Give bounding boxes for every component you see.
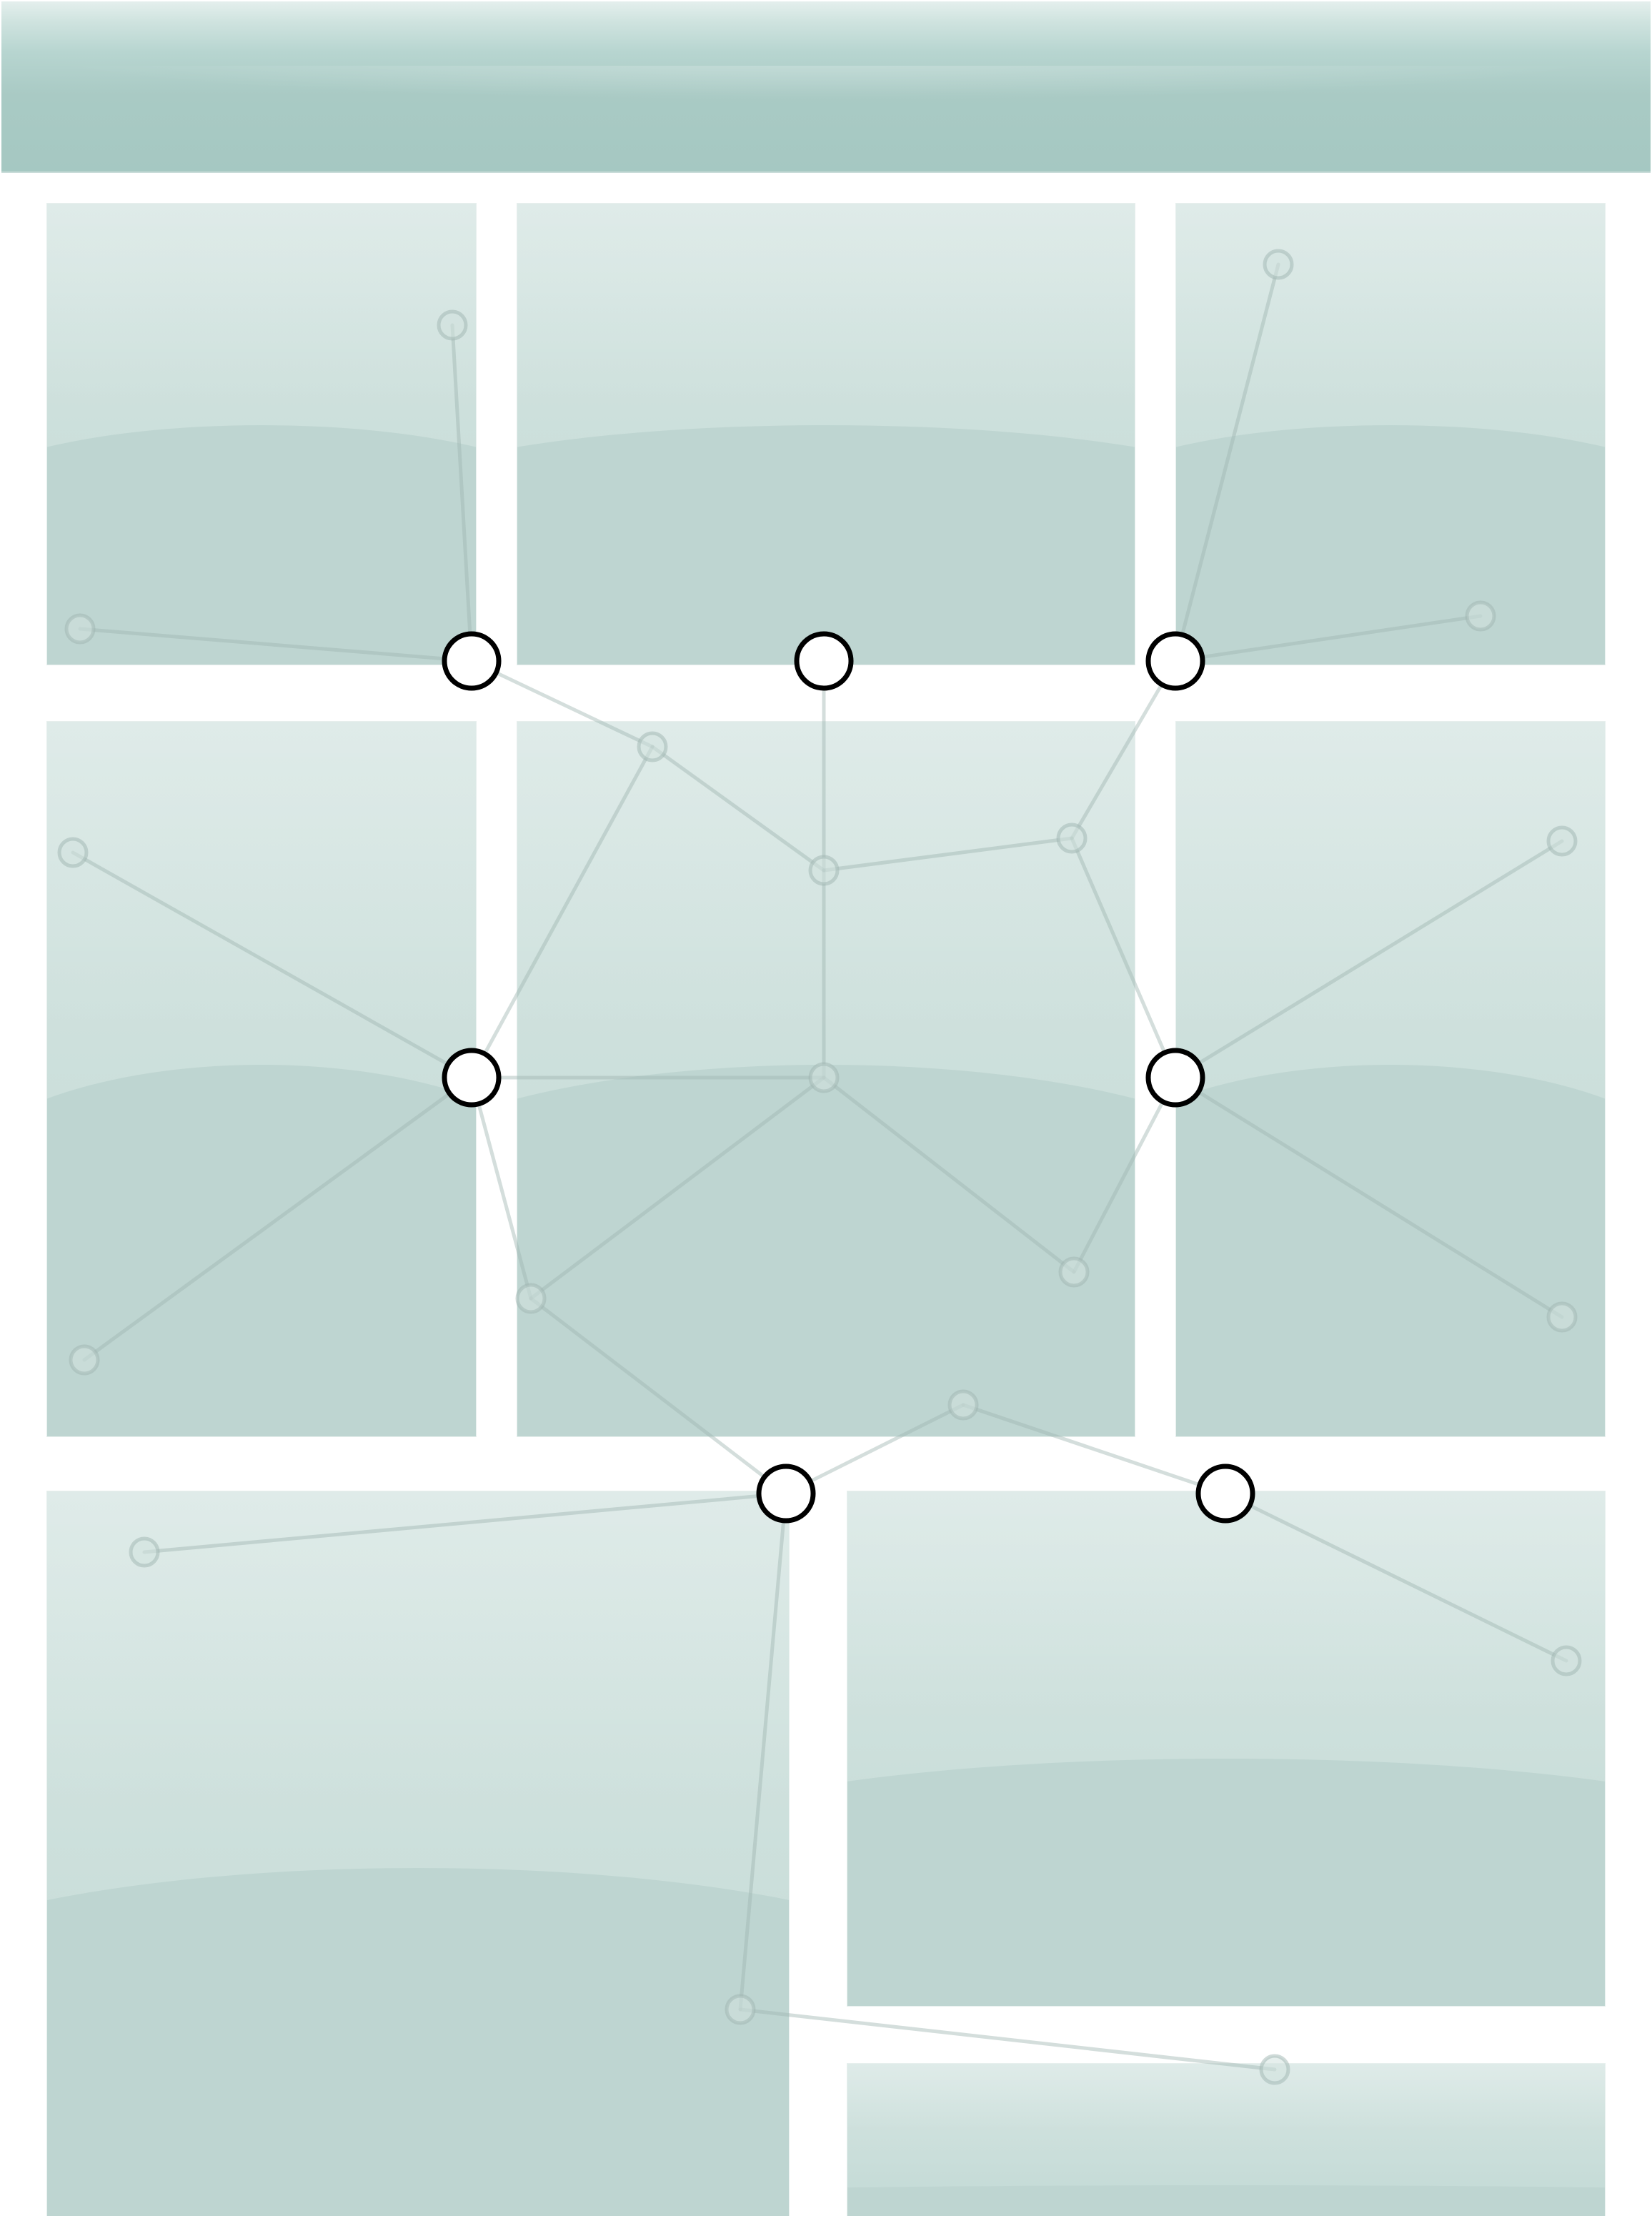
panel-1 (47, 204, 476, 665)
panel-2 (517, 204, 1135, 665)
panel-9 (847, 2064, 1605, 2216)
panel-4 (47, 722, 476, 1436)
panel-7 (47, 1491, 789, 2216)
panel-6 (1176, 722, 1605, 1436)
panel-3 (1176, 204, 1605, 665)
panel-8 (847, 1491, 1605, 2006)
connector-line (738, 2007, 1277, 2072)
header-bar (1, 1, 1651, 173)
panel-5 (517, 722, 1135, 1436)
